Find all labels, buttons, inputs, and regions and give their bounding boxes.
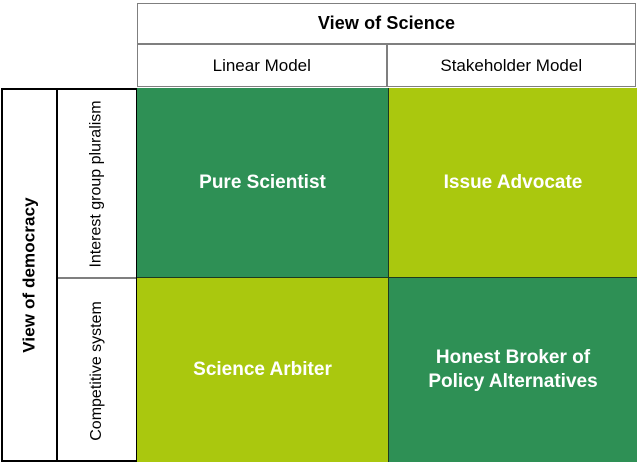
quadrant-issue-advocate: Issue Advocate xyxy=(389,88,637,277)
row-axis-title: View of democracy xyxy=(19,197,39,353)
row-header-interest-group-pluralism: Interest group pluralism xyxy=(58,90,136,279)
quadrant-honest-broker: Honest Broker of Policy Alternatives xyxy=(389,278,637,462)
quadrant-pure-scientist-label: Pure Scientist xyxy=(199,171,326,193)
row-label-column: Interest group pluralism Competitive sys… xyxy=(57,88,137,462)
quadrant-vertical-divider xyxy=(388,88,389,462)
quadrant-horizontal-divider xyxy=(137,277,637,278)
quadrant-science-arbiter-label: Science Arbiter xyxy=(193,359,332,381)
row-header-competitive-system-label: Competitive system xyxy=(88,300,106,441)
column-header-linear-model: Linear Model xyxy=(138,45,386,86)
quadrant-honest-broker-label: Honest Broker of Policy Alternatives xyxy=(428,347,598,392)
quadrant-issue-advocate-label: Issue Advocate xyxy=(443,171,583,193)
quadrant-science-arbiter: Science Arbiter xyxy=(137,278,388,462)
quadrant-pure-scientist: Pure Scientist xyxy=(137,88,388,277)
quadrant-grid: Pure Scientist Issue Advocate Science Ar… xyxy=(137,88,637,462)
row-header-competitive-system: Competitive system xyxy=(58,279,136,462)
column-header-linear-model-label: Linear Model xyxy=(212,55,311,75)
column-category-row: Linear Model Stakeholder Model xyxy=(138,45,635,86)
column-header-stakeholder-model: Stakeholder Model xyxy=(385,45,636,86)
column-header-table: View of Science Linear Model Stakeholder… xyxy=(137,3,636,87)
column-header-stakeholder-model-label: Stakeholder Model xyxy=(440,55,583,75)
row-header-interest-group-pluralism-label: Interest group pluralism xyxy=(88,99,106,268)
column-axis-title: View of Science xyxy=(317,13,456,33)
row-axis-title-cell: View of democracy xyxy=(1,88,57,462)
column-axis-title-cell: View of Science xyxy=(138,4,635,45)
